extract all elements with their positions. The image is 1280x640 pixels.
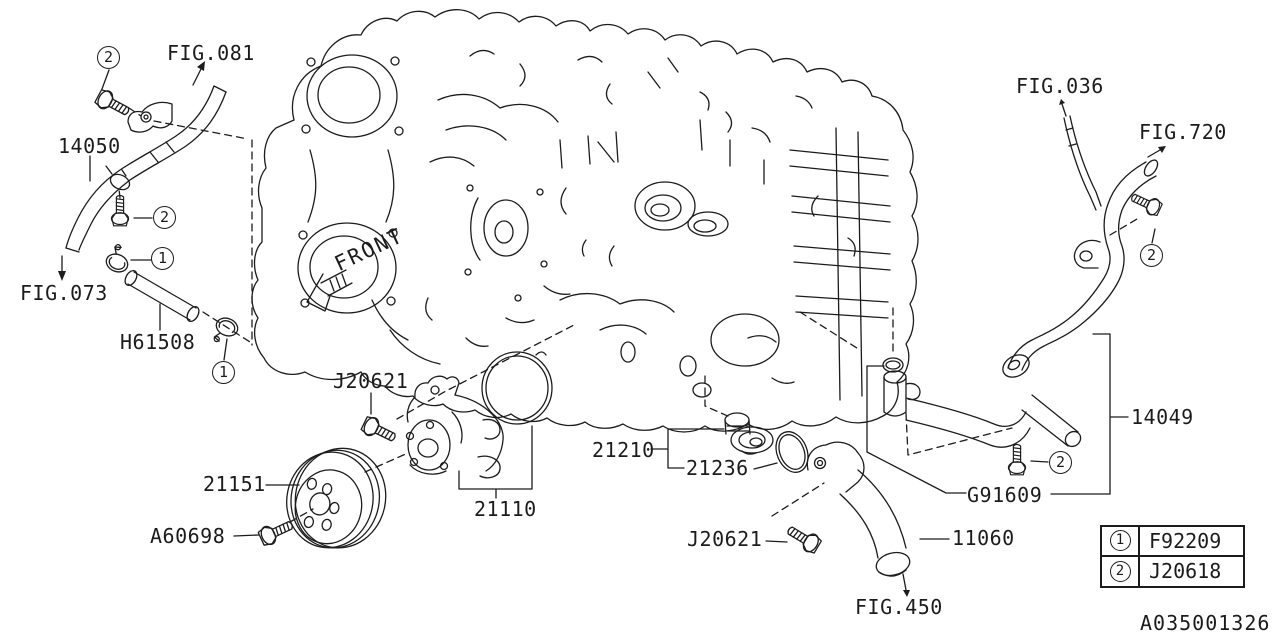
water-pump-21110-art xyxy=(405,375,504,479)
diagram-number: A035001326 xyxy=(1140,611,1271,635)
part-label-14050: 14050 xyxy=(58,134,121,158)
part-label-g91609: G91609 xyxy=(967,483,1043,507)
callout-1: 1 xyxy=(151,247,174,270)
part-label-14049: 14049 xyxy=(1131,405,1194,429)
legend-row-2-num: 2 xyxy=(1102,556,1140,586)
part-label-21151: 21151 xyxy=(203,472,266,496)
callout-1: 1 xyxy=(212,361,235,384)
thermostat-21210-art xyxy=(724,412,774,455)
part-label-11060: 11060 xyxy=(952,526,1015,550)
callout-2: 2 xyxy=(97,46,120,69)
pump-gasket-art xyxy=(481,351,553,425)
callout-1: 1 xyxy=(1109,530,1131,552)
figure-ref-450: FIG.450 xyxy=(855,595,943,619)
dashed-leader-lines xyxy=(118,107,1138,523)
callout-2: 2 xyxy=(1109,560,1131,582)
pipe-14049-art xyxy=(883,115,1159,448)
callout-2: 2 xyxy=(1140,244,1163,267)
legend-table: 1 F92209 2 J20618 xyxy=(1100,525,1245,588)
callout-2: 2 xyxy=(1049,451,1072,474)
leader-lines xyxy=(89,69,1156,543)
oring-21236-art xyxy=(775,431,809,473)
figure-ref-081: FIG.081 xyxy=(167,41,255,65)
part-label-21210: 21210 xyxy=(592,438,655,462)
pipe-11060-art xyxy=(806,441,911,577)
part-label-21236: 21236 xyxy=(686,456,749,480)
figure-ref-720: FIG.720 xyxy=(1139,120,1227,144)
part-label-a60698: A60698 xyxy=(150,524,226,548)
part-label-21110: 21110 xyxy=(474,497,537,521)
part-label-j20621-lower: J20621 xyxy=(687,527,763,551)
figure-ref-036: FIG.036 xyxy=(1016,74,1104,98)
callout-2: 2 xyxy=(153,206,176,229)
pulley-21151-art xyxy=(286,447,387,549)
part-label-h61508: H61508 xyxy=(120,330,196,354)
legend-row-2-part: J20618 xyxy=(1149,559,1222,584)
figure-arrows xyxy=(58,61,1166,597)
hose-h61508-art xyxy=(102,242,242,348)
legend-row-1-part: F92209 xyxy=(1140,527,1243,557)
figure-ref-073: FIG.073 xyxy=(20,281,108,305)
oring-g91609-art xyxy=(882,357,904,373)
engine-block-art xyxy=(251,9,919,433)
part-label-j20621-upper: J20621 xyxy=(333,369,409,393)
legend-row-1-num: 1 xyxy=(1102,527,1140,557)
front-arrow-art xyxy=(306,269,353,312)
